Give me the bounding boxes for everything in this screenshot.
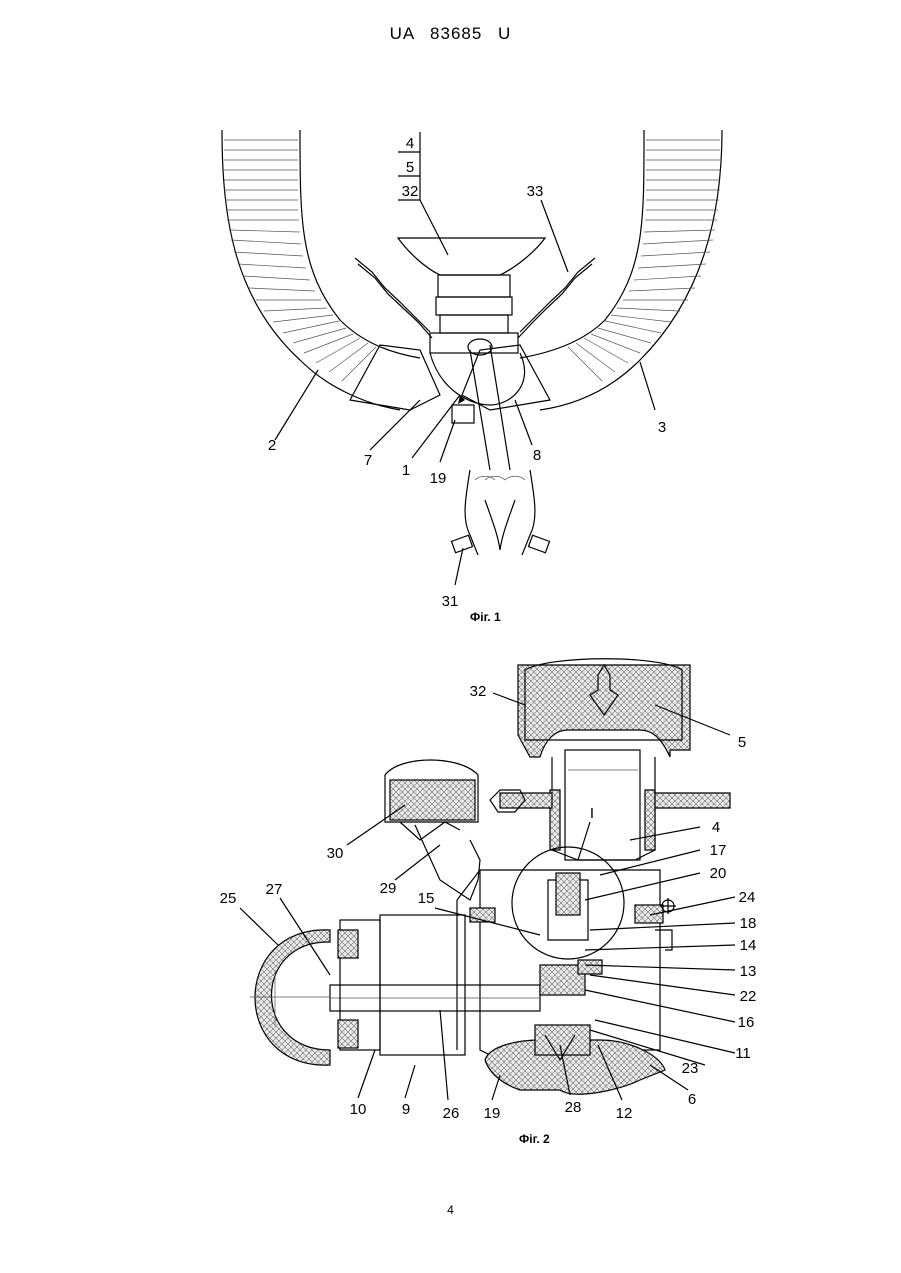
callout-10: 10 bbox=[350, 1101, 367, 1118]
callout-22: 22 bbox=[740, 988, 757, 1005]
valve-box bbox=[355, 238, 595, 555]
figure-2-caption: Фіг. 2 bbox=[519, 1132, 550, 1146]
callout-5: 5 bbox=[406, 159, 414, 176]
detail-marker-I: I bbox=[590, 805, 594, 822]
callout-25: 25 bbox=[220, 890, 237, 907]
callout-32: 32 bbox=[402, 183, 419, 200]
page-number: 4 bbox=[0, 1203, 901, 1217]
callout-30: 30 bbox=[327, 845, 344, 862]
callout-31: 31 bbox=[442, 593, 459, 610]
figure-1-caption: Фіг. 1 bbox=[470, 610, 501, 624]
callout-29: 29 bbox=[380, 880, 397, 897]
callout-3: 3 bbox=[658, 419, 666, 436]
callout-17: 17 bbox=[710, 842, 727, 859]
callout-19: 19 bbox=[430, 470, 447, 487]
callout-19: 19 bbox=[484, 1105, 501, 1122]
callout-9: 9 bbox=[402, 1101, 410, 1118]
callout-8: 8 bbox=[533, 447, 541, 464]
callout-7: 7 bbox=[364, 452, 372, 469]
callout-32: 32 bbox=[470, 683, 487, 700]
callout-28: 28 bbox=[565, 1099, 582, 1116]
callout-4: 4 bbox=[712, 819, 720, 836]
right-corrugated-hose bbox=[462, 130, 722, 410]
callout-1: 1 bbox=[402, 462, 410, 479]
callout-20: 20 bbox=[710, 865, 727, 882]
callout-leaders-fig2 bbox=[240, 693, 735, 1100]
callout-11: 11 bbox=[735, 1045, 751, 1062]
callout-12: 12 bbox=[616, 1105, 633, 1122]
callout-13: 13 bbox=[740, 963, 757, 980]
callout-24: 24 bbox=[739, 889, 756, 906]
figure-2-drawing: I 32 5 4 30 17 20 29 24 25 27 15 18 14 1… bbox=[220, 659, 757, 1122]
callout-4: 4 bbox=[406, 135, 414, 152]
callout-26: 26 bbox=[443, 1105, 460, 1122]
callout-2: 2 bbox=[268, 437, 276, 454]
callout-16: 16 bbox=[738, 1014, 755, 1031]
callout-5: 5 bbox=[738, 734, 746, 751]
callout-15: 15 bbox=[418, 890, 435, 907]
callout-14: 14 bbox=[740, 937, 757, 954]
callout-23: 23 bbox=[682, 1060, 699, 1077]
figure-1-drawing: 4 5 32 33 2 7 1 19 8 3 31 bbox=[222, 130, 722, 610]
callout-27: 27 bbox=[266, 881, 283, 898]
callout-18: 18 bbox=[740, 915, 757, 932]
callout-6: 6 bbox=[688, 1091, 696, 1108]
callout-33: 33 bbox=[527, 183, 544, 200]
